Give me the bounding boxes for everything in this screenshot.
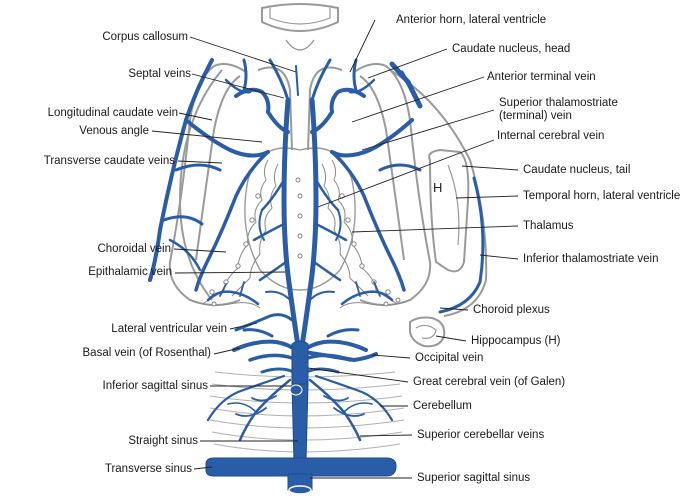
label-caudate-tail: Caudate nucleus, tail: [523, 164, 631, 176]
label-thalamus: Thalamus: [523, 220, 574, 232]
label-superior-sagittal-sinus: Superior sagittal sinus: [417, 472, 531, 484]
label-caudate-head: Caudate nucleus, head: [452, 43, 571, 55]
temporal-horn-outline: [428, 148, 470, 273]
label-great-cerebral-vein: Great cerebral vein (of Galen): [413, 376, 566, 388]
leader-lines: [151, 19, 519, 479]
label-venous-angle: Venous angle: [79, 125, 149, 137]
internal-cerebral-vein-path: [281, 97, 301, 349]
label-internal-cerebral-vein: Internal cerebral vein: [497, 130, 605, 142]
label-cerebellum: Cerebellum: [413, 400, 472, 412]
thalamus-outline: [244, 147, 356, 291]
label-choroidal-vein: Choroidal vein: [97, 243, 171, 255]
transverse-sinus-shape: [205, 457, 397, 477]
veins: [148, 58, 485, 442]
label-straight-sinus: Straight sinus: [128, 435, 198, 447]
label-lateral-ventricular-vein: Lateral ventricular vein: [111, 323, 227, 335]
label-longitudinal-caudate-vein: Longitudinal caudate vein: [47, 107, 178, 119]
label-anterior-terminal-vein: Anterior terminal vein: [487, 71, 596, 83]
structure-letter-h: H: [433, 180, 442, 195]
sinuses: [205, 340, 397, 494]
label-basal-vein: Basal vein (of Rosenthal): [82, 347, 211, 359]
straight-sinus-shape: [291, 383, 309, 463]
label-corpus-callosum: Corpus callosum: [102, 31, 188, 43]
label-superior-thalamostriate-vein: Superior thalamostriate (terminal) vein: [499, 97, 618, 122]
label-transverse-sinus: Transverse sinus: [104, 463, 192, 475]
label-choroid-plexus: Choroid plexus: [473, 304, 550, 316]
hippocampus-outline: [409, 316, 446, 348]
label-transverse-caudate-veins: Transverse caudate veins: [43, 155, 175, 167]
great-cerebral-vein-shape: [291, 340, 309, 389]
label-hippocampus: Hippocampus (H): [471, 335, 561, 347]
corpus-callosum-outline: [261, 3, 339, 32]
label-inferior-thalamostriate-vein: Inferior thalamostriate vein: [523, 253, 659, 265]
label-septal-veins: Septal veins: [128, 68, 191, 80]
plexus-dots: [209, 177, 401, 307]
choroid-plexus: [189, 159, 411, 309]
label-anterior-horn: Anterior horn, lateral ventricle: [396, 14, 547, 26]
label-superior-cerebellar-veins: Superior cerebellar veins: [417, 429, 545, 441]
label-epithalamic-vein: Epithalamic vein: [88, 266, 172, 278]
label-temporal-horn: Temporal horn, lateral ventricle: [523, 190, 681, 202]
label-occipital-vein: Occipital vein: [415, 352, 484, 364]
label-inferior-sagittal-sinus: Inferior sagittal sinus: [102, 380, 208, 392]
